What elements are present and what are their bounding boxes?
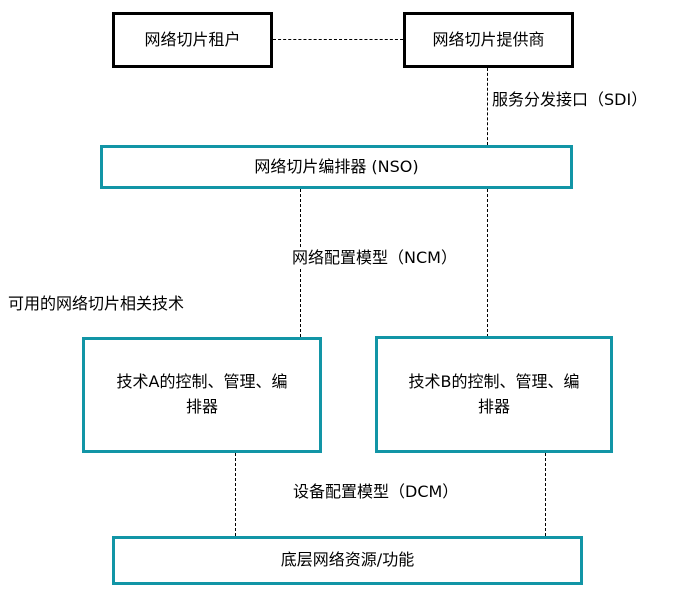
connector-tech-a-resources [235,453,236,536]
box-network-slice-provider: 网络切片提供商 [403,12,574,68]
box-technology-b-controller: 技术B的控制、管理、编排器 [375,336,613,453]
label-network-configuration-model: 网络配置模型（NCM） [289,248,460,269]
box-underlying-network-resources-label: 底层网络资源/功能 [280,550,415,570]
box-network-slice-tenant-label: 网络切片租户 [144,29,241,49]
box-technology-a-controller: 技术A的控制、管理、编排器 [82,337,322,453]
label-service-delivery-interface: 服务分发接口（SDI） [492,90,648,109]
box-technology-a-controller-label: 技术A的控制、管理、编排器 [116,372,288,416]
label-available-slicing-technologies: 可用的网络切片相关技术 [8,294,185,313]
box-technology-b-controller-label: 技术B的控制、管理、编排器 [408,371,580,416]
connector-tenant-provider [273,39,403,40]
connector-provider-nso [487,68,488,145]
label-device-configuration-model: 设备配置模型（DCM） [290,482,462,503]
box-network-slice-orchestrator-label: 网络切片编排器 (NSO) [254,156,419,176]
box-network-slice-orchestrator: 网络切片编排器 (NSO) [100,145,573,189]
connector-tech-b-resources [545,453,546,536]
box-underlying-network-resources: 底层网络资源/功能 [112,536,583,585]
connector-nso-tech-b [487,189,488,337]
box-network-slice-tenant: 网络切片租户 [112,12,273,68]
box-network-slice-provider-label: 网络切片提供商 [432,29,545,49]
